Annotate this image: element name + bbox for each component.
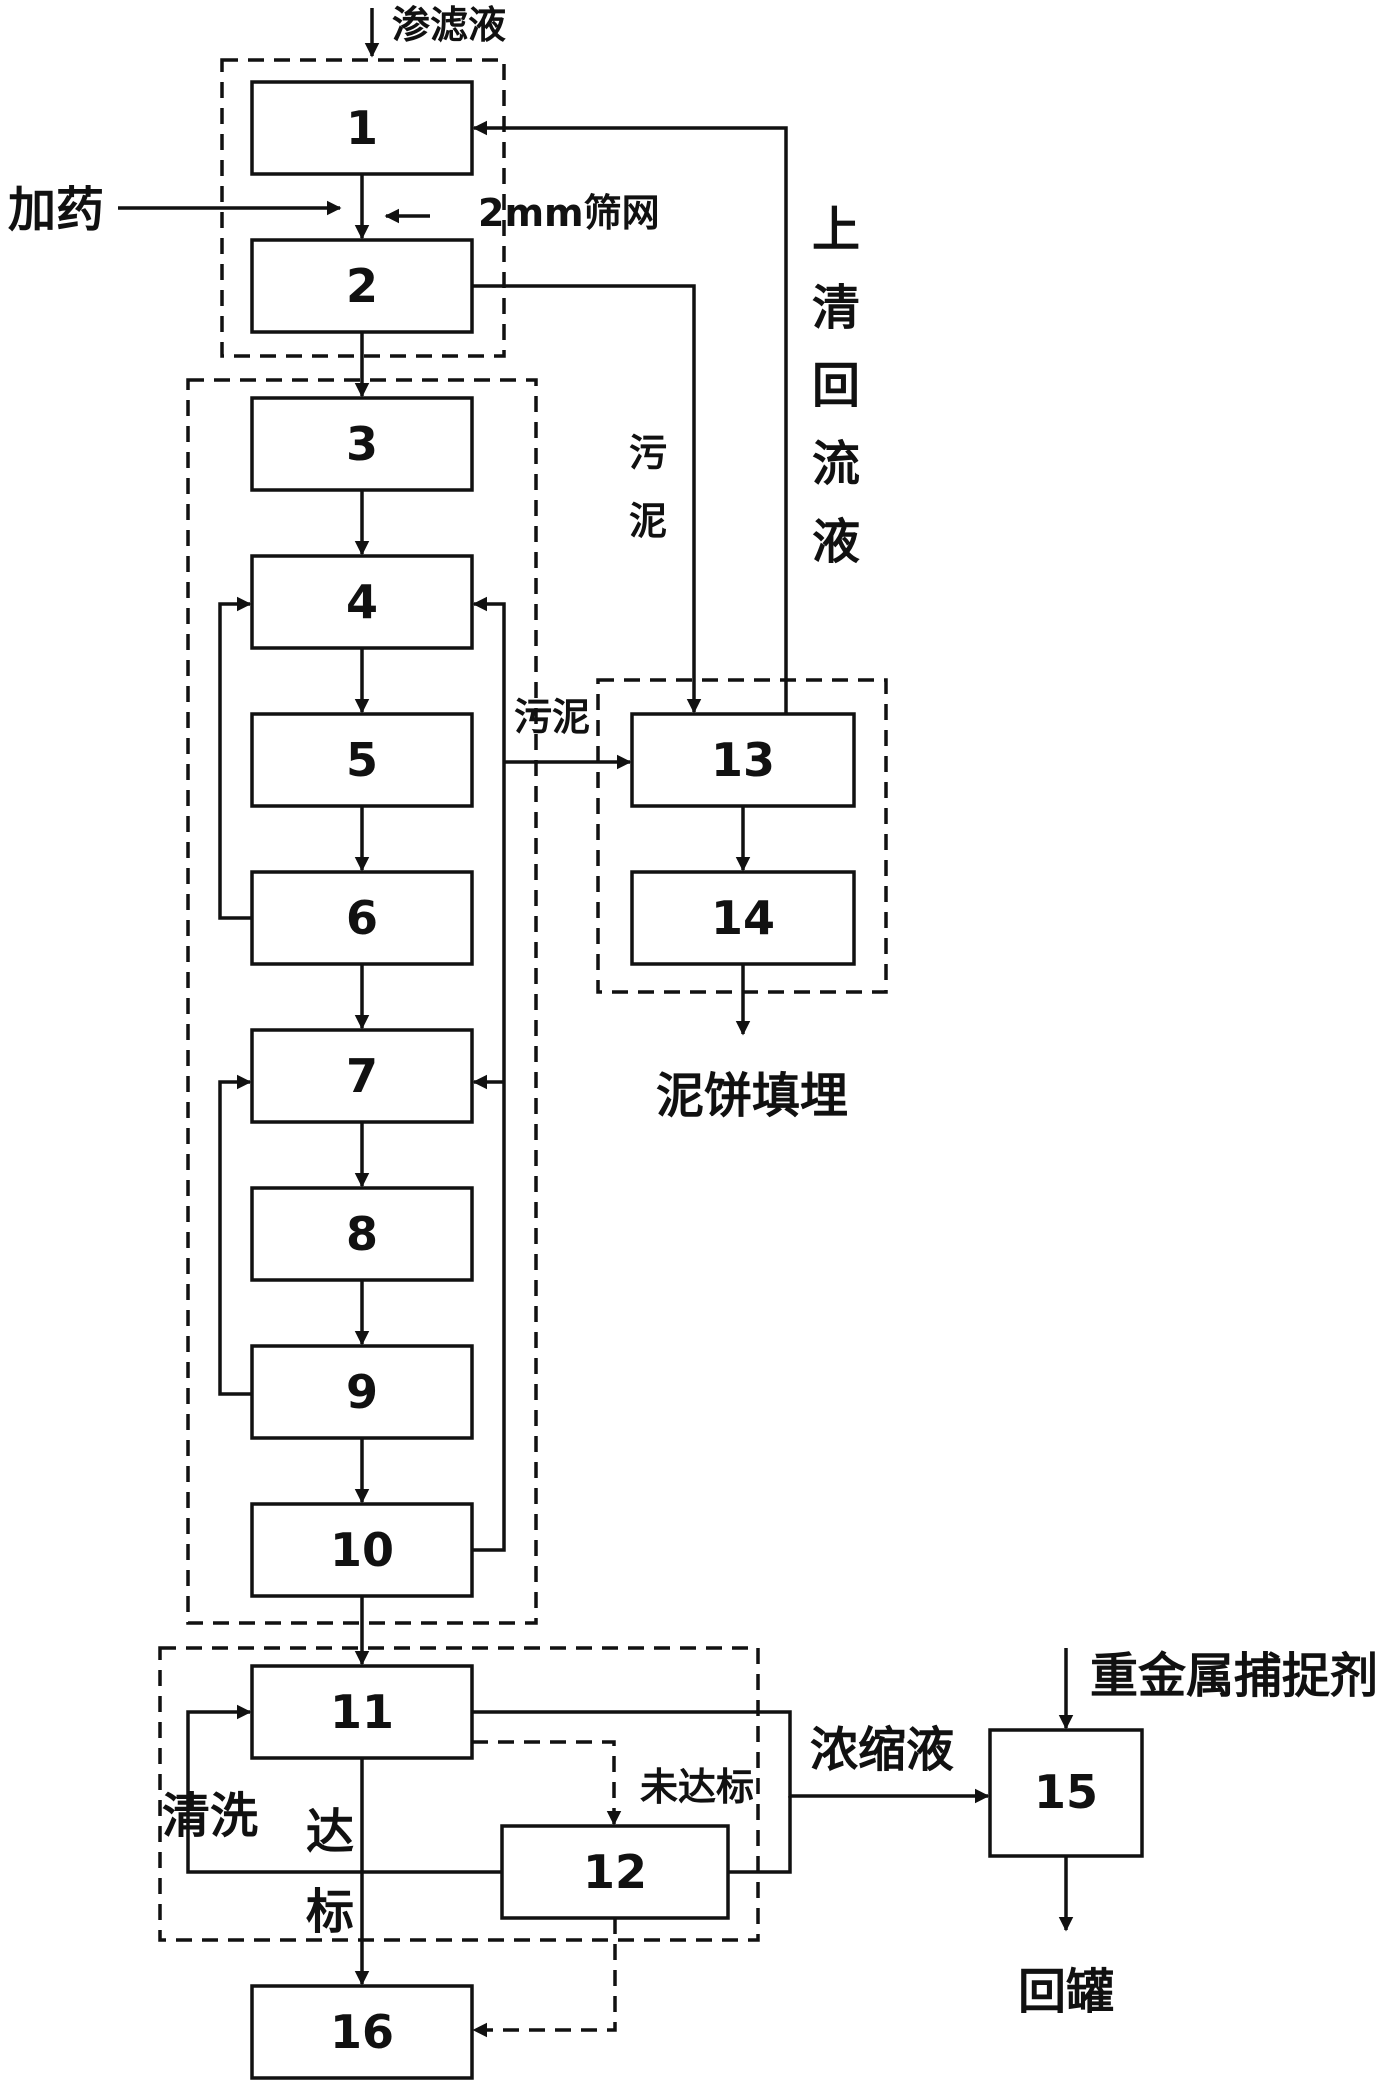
box-label: 4 [346, 575, 378, 629]
label-concentrate: 浓缩液 [810, 1722, 954, 1778]
box-1: 1 [250, 80, 474, 176]
label-not-up-to-standard: 未达标 [640, 1765, 754, 1809]
box-10: 10 [250, 1502, 474, 1598]
label-sludge-vertical-1: 污 [629, 431, 667, 475]
label-dosing: 加药 [8, 182, 104, 238]
group-frame-biochemical [186, 378, 538, 1625]
arrow-concentrate-11-to-15 [472, 1710, 990, 1804]
arrow-sludge-2-to-13 [472, 284, 702, 714]
box-label: 14 [711, 891, 775, 945]
box-label: 13 [711, 733, 775, 787]
box-label: 1 [346, 101, 378, 155]
label-sludge-horizontal: 污泥 [514, 695, 590, 739]
box-8: 8 [250, 1186, 474, 1282]
line-sludge-collection [472, 596, 506, 1552]
label-screen: 2mm筛网 [478, 191, 660, 235]
label-supernatant-5: 液 [812, 514, 860, 570]
box-label: 3 [346, 417, 378, 471]
box-15: 15 [988, 1728, 1144, 1858]
line-concentrate-12 [728, 1796, 792, 1874]
arrow-11-to-12-dashed [472, 1740, 622, 1826]
label-supernatant-1: 上 [812, 202, 860, 258]
label-standard-1: 达 [306, 1804, 354, 1860]
label-standard-2: 标 [306, 1884, 354, 1940]
arrow-cleaning-12-to-11 [186, 1704, 502, 1874]
label-cleaning: 清洗 [162, 1788, 258, 1844]
box-label: 16 [330, 2005, 394, 2059]
box-3: 3 [250, 396, 474, 492]
arrow-supernatant-return [472, 120, 788, 714]
box-14: 14 [630, 870, 856, 966]
box-label: 10 [330, 1523, 394, 1577]
arrow-recycle-9-to-7 [218, 1074, 252, 1396]
box-6: 6 [250, 870, 474, 966]
box-label: 9 [346, 1365, 378, 1419]
box-label: 8 [346, 1207, 378, 1261]
box-5: 5 [250, 712, 474, 808]
label-back-to-tank: 回罐 [1018, 1964, 1114, 2020]
label-supernatant-3: 回 [812, 358, 860, 414]
box-9: 9 [250, 1344, 474, 1440]
box-label: 12 [583, 1845, 647, 1899]
box-7: 7 [250, 1028, 474, 1124]
box-label: 5 [346, 733, 378, 787]
label-sludge-vertical-2: 泥 [629, 499, 667, 543]
label-mud-cake-landfill: 泥饼填埋 [656, 1068, 848, 1124]
box-label: 11 [330, 1685, 394, 1739]
box-label: 7 [346, 1049, 378, 1103]
arrow-recycle-6-to-4 [218, 596, 252, 920]
arrow-12-to-16-dashed [472, 1918, 617, 2038]
box-12: 12 [500, 1824, 730, 1920]
label-supernatant-4: 流 [812, 436, 860, 492]
box-label: 2 [346, 259, 378, 313]
box-11: 11 [250, 1664, 474, 1760]
box-label: 6 [346, 891, 378, 945]
label-leachate: 渗滤液 [392, 3, 506, 47]
box-13: 13 [630, 712, 856, 808]
group-frame-pretreatment [220, 58, 506, 358]
box-16: 16 [250, 1984, 474, 2080]
box-label: 15 [1034, 1765, 1098, 1819]
label-supernatant-2: 清 [812, 280, 860, 336]
box-4: 4 [250, 554, 474, 650]
group-frame-membrane [158, 1646, 760, 1942]
box-2: 2 [250, 238, 474, 334]
label-heavy-metal-agent: 重金属捕捉剂 [1090, 1648, 1378, 1704]
